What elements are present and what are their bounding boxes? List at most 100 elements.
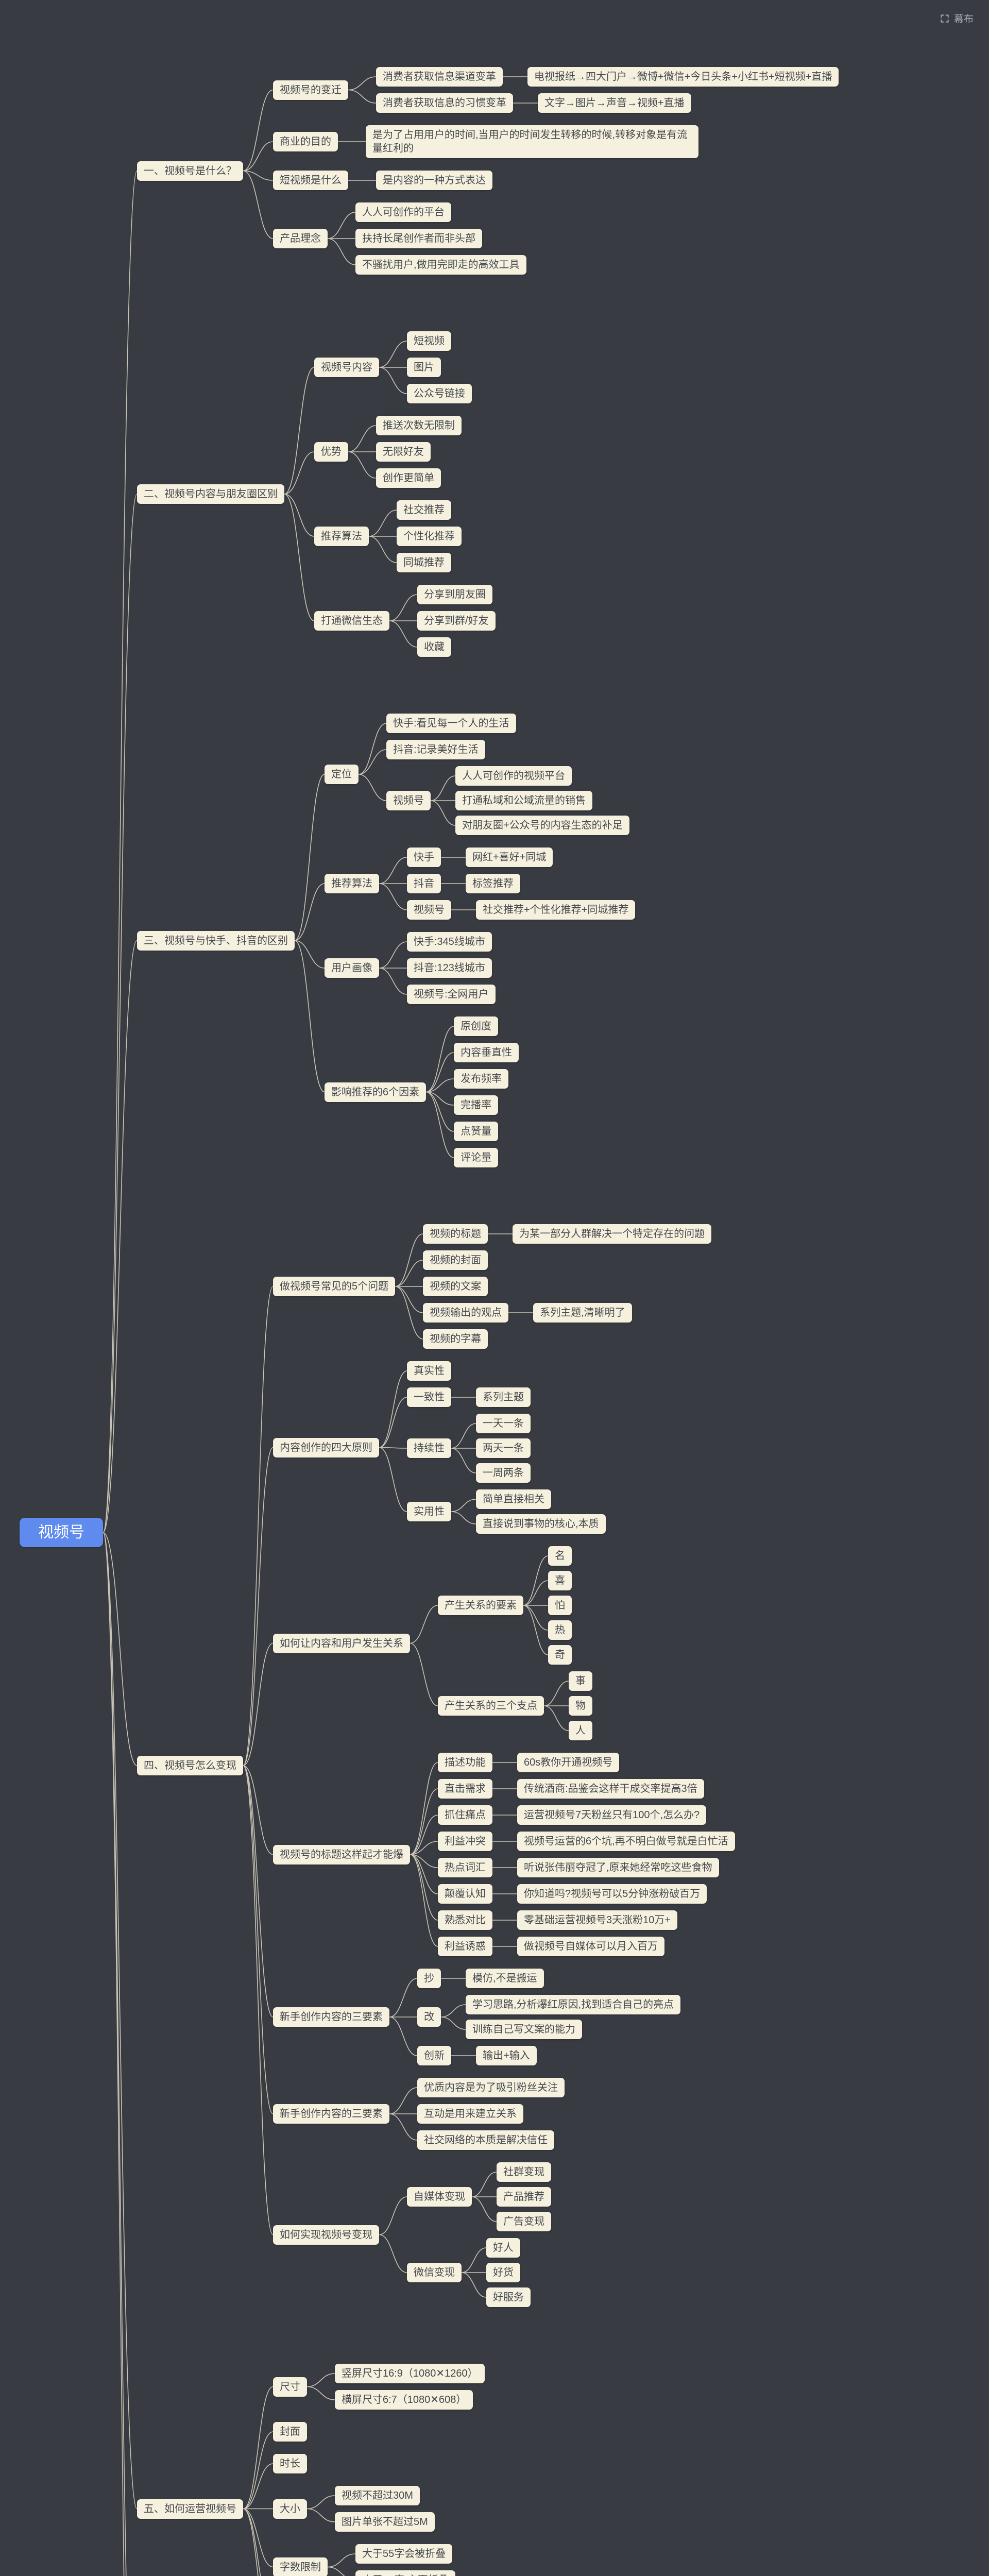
- mindmap-node[interactable]: 文字→图片→声音→视频+直播: [538, 93, 691, 113]
- mindmap-node[interactable]: 真实性: [407, 1361, 451, 1381]
- mindmap-node[interactable]: 社群变现: [497, 2162, 551, 2182]
- mindmap-node[interactable]: 发布频率: [454, 1069, 509, 1089]
- mindmap-node[interactable]: 横屏尺寸6:7（1080✕608）: [335, 2390, 473, 2410]
- mindmap-node[interactable]: 输出+输入: [476, 2046, 537, 2065]
- mindmap-node[interactable]: 大于55字会被折叠: [355, 2544, 453, 2564]
- mindmap-node[interactable]: 尺寸: [273, 2377, 307, 2397]
- mindmap-node[interactable]: 大于16字,主页折叠: [355, 2570, 455, 2576]
- mindmap-node[interactable]: 打通微信生态: [314, 611, 389, 631]
- mindmap-node[interactable]: 标签推荐: [466, 874, 520, 893]
- mindmap-node[interactable]: 人: [569, 1721, 592, 1740]
- mindmap-node[interactable]: 是内容的一种方式表达: [376, 171, 492, 190]
- mindmap-node[interactable]: 视频号的标题这样起才能爆: [273, 1844, 410, 1865]
- mindmap-node[interactable]: 视频号的变迁: [273, 80, 348, 100]
- mindmap-node[interactable]: 人人可创作的平台: [355, 202, 451, 222]
- mindmap-node[interactable]: 抖音:记录美好生活: [386, 740, 485, 759]
- mindmap-node[interactable]: 训练自己写文案的能力: [466, 2020, 582, 2039]
- mindmap-node[interactable]: 传统酒商:品鉴会这样干成交率提高3倍: [517, 1779, 704, 1799]
- mindmap-node[interactable]: 视频的封面: [423, 1250, 488, 1270]
- mindmap-node[interactable]: 快手:345线城市: [407, 932, 492, 952]
- mindmap-node[interactable]: 五、如何运营视频号: [137, 2499, 243, 2519]
- mindmap-node[interactable]: 为某一部分人群解决一个特定存在的问题: [513, 1224, 712, 1244]
- mindmap-node[interactable]: 视频号: [386, 791, 431, 810]
- mindmap-node[interactable]: 产品理念: [273, 229, 328, 248]
- mindmap-node[interactable]: 评论量: [454, 1148, 499, 1167]
- mindmap-node[interactable]: 视频号:全网用户: [407, 985, 496, 1004]
- mindmap-node[interactable]: 收藏: [417, 637, 451, 657]
- mindmap-node[interactable]: 视频的标题: [423, 1224, 488, 1244]
- mindmap-node[interactable]: 改: [417, 2007, 441, 2027]
- mindmap-node[interactable]: 一天一条: [476, 1414, 531, 1433]
- mindmap-node[interactable]: 系列主题: [476, 1387, 531, 1407]
- mindmap-node[interactable]: 商业的目的: [273, 132, 338, 151]
- mindmap-node[interactable]: 互动是用来建立关系: [417, 2104, 523, 2124]
- mindmap-node[interactable]: 热点词汇: [438, 1858, 492, 1877]
- mindmap-node[interactable]: 抄: [417, 1969, 441, 1988]
- mindmap-node[interactable]: 同城推荐: [397, 553, 451, 572]
- mindmap-node[interactable]: 怕: [548, 1596, 572, 1615]
- mindmap-node[interactable]: 新手创作内容的三要素: [273, 2104, 389, 2124]
- mindmap-node[interactable]: 社交网络的本质是解决信任: [417, 2130, 554, 2150]
- mindmap-node[interactable]: 四、视频号怎么变现: [137, 1756, 243, 1775]
- mindmap-node[interactable]: 完播率: [454, 1095, 499, 1115]
- mindmap-node[interactable]: 内容创作的四大原则: [273, 1437, 379, 1458]
- mindmap-node[interactable]: 网红+喜好+同城: [466, 848, 553, 867]
- mindmap-node[interactable]: 持续性: [407, 1438, 451, 1458]
- mindmap-node[interactable]: 视频不超过30M: [335, 2486, 420, 2505]
- mindmap-node[interactable]: 事: [569, 1671, 592, 1691]
- mindmap-node[interactable]: 视频的字幕: [423, 1329, 488, 1349]
- mindmap-node[interactable]: 产生关系的要素: [438, 1596, 523, 1615]
- mindmap-node[interactable]: 无限好友: [376, 442, 431, 462]
- mindmap-node[interactable]: 新手创作内容的三要素: [273, 2007, 389, 2027]
- mindmap-node[interactable]: 字数限制: [273, 2557, 328, 2576]
- mindmap-node[interactable]: 消费者获取信息渠道变革: [376, 67, 503, 87]
- mindmap-node[interactable]: 两天一条: [476, 1438, 531, 1458]
- mindmap-node[interactable]: 物: [569, 1696, 592, 1716]
- mindmap-root-node[interactable]: 视频号: [20, 1518, 103, 1547]
- mindmap-node[interactable]: 广告变现: [497, 2212, 551, 2231]
- mindmap-node[interactable]: 人人可创作的视频平台: [455, 766, 572, 786]
- mindmap-node[interactable]: 二、视频号内容与朋友圈区别: [137, 484, 284, 504]
- mindmap-node[interactable]: 大小: [273, 2499, 307, 2519]
- mindmap-node[interactable]: 点赞量: [454, 1122, 499, 1141]
- mindmap-node[interactable]: 视频的文案: [423, 1277, 488, 1296]
- mindmap-node[interactable]: 颠覆认知: [438, 1884, 492, 1904]
- mindmap-node[interactable]: 分享到群/好友: [417, 611, 496, 631]
- mindmap-node[interactable]: 熟悉对比: [438, 1910, 492, 1930]
- mindmap-node[interactable]: 视频号内容: [314, 358, 379, 377]
- mindmap-node[interactable]: 抖音:123线城市: [407, 958, 492, 978]
- mindmap-node[interactable]: 是为了占用用户的时间,当用户的时间发生转移的时候,转移对象是有流量红利的: [366, 125, 698, 158]
- mindmap-node[interactable]: 模仿,不是搬运: [466, 1969, 544, 1988]
- mindmap-node[interactable]: 视频号: [407, 900, 451, 920]
- mindmap-node[interactable]: 抓住痛点: [438, 1805, 492, 1825]
- mindmap-node[interactable]: 一、视频号是什么？: [137, 161, 243, 181]
- mindmap-node[interactable]: 推送次数无限制: [376, 416, 462, 435]
- mindmap-node[interactable]: 打通私域和公域流量的销售: [455, 791, 592, 810]
- mindmap-node[interactable]: 不骚扰用户,做用完即走的高效工具: [355, 255, 526, 275]
- mindmap-node[interactable]: 视频输出的观点: [423, 1303, 509, 1323]
- mindmap-node[interactable]: 消费者获取信息的习惯变革: [376, 93, 513, 113]
- mindmap-node[interactable]: 竖屏尺寸16:9（1080✕1260）: [335, 2364, 485, 2383]
- mindmap-node[interactable]: 自媒体变现: [407, 2187, 472, 2207]
- mindmap-node[interactable]: 对朋友圈+公众号的内容生态的补足: [455, 816, 629, 835]
- mindmap-node[interactable]: 系列主题,清晰明了: [533, 1303, 632, 1323]
- mindmap-node[interactable]: 公众号链接: [407, 384, 472, 403]
- mindmap-node[interactable]: 直接说到事物的核心,本质: [476, 1514, 606, 1534]
- mindmap-node[interactable]: 分享到朋友圈: [417, 585, 492, 604]
- mindmap-node[interactable]: 封面: [273, 2422, 307, 2442]
- mindmap-node[interactable]: 喜: [548, 1571, 572, 1590]
- mindmap-node[interactable]: 产生关系的三个支点: [438, 1696, 544, 1716]
- mindmap-node[interactable]: 直击需求: [438, 1779, 492, 1799]
- mindmap-node[interactable]: 影响推荐的6个因素: [325, 1082, 427, 1102]
- mindmap-node[interactable]: 三、视频号与快手、抖音的区别: [137, 930, 295, 951]
- mindmap-node[interactable]: 一周两条: [476, 1463, 531, 1483]
- mindmap-node[interactable]: 奇: [548, 1645, 572, 1665]
- mindmap-node[interactable]: 热: [548, 1620, 572, 1640]
- mindmap-node[interactable]: 快手: [407, 848, 441, 867]
- mindmap-node[interactable]: 快手:看见每一个人的生活: [386, 714, 516, 733]
- mindmap-node[interactable]: 如何实现视频号变现: [273, 2225, 379, 2245]
- mindmap-node[interactable]: 创新: [417, 2046, 451, 2065]
- mindmap-node[interactable]: 视频号运营的6个坑,再不明白做号就是白忙活: [517, 1832, 735, 1851]
- mindmap-node[interactable]: 优质内容是为了吸引粉丝关注: [417, 2078, 565, 2097]
- mindmap-node[interactable]: 利益冲突: [438, 1832, 492, 1851]
